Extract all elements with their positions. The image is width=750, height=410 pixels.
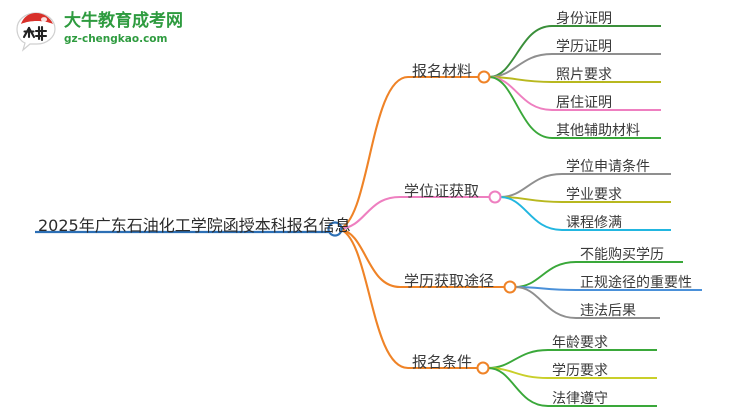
leaf-node-label: 居住证明 <box>556 95 612 111</box>
branch-node-label: 报名材料 <box>412 62 473 80</box>
leaf-node-label: 正规途径的重要性 <box>580 275 692 291</box>
da-niu-bull-speech-bubble-logo <box>16 12 56 52</box>
leaf-node-label: 不能购买学历 <box>580 247 664 263</box>
leaf-edge <box>488 76 553 139</box>
leaf-edge <box>499 196 563 231</box>
leaf-node-label: 年龄要求 <box>552 335 608 351</box>
root-node-circle[interactable] <box>327 221 343 237</box>
site-logo[interactable]: 大牛教育成考网 gz-chengkao.com <box>14 8 194 56</box>
leaf-edge <box>499 173 563 198</box>
leaf-node-label: 学历证明 <box>556 39 612 55</box>
branch-node-label: 报名条件 <box>412 353 473 371</box>
leaf-node-label: 学业要求 <box>566 187 622 203</box>
branch-node-circle[interactable] <box>488 190 502 204</box>
leaf-edge <box>488 25 553 78</box>
leaf-node-label: 法律遵守 <box>552 391 608 407</box>
branch-edge <box>337 75 410 231</box>
leaf-node-label: 学历要求 <box>552 363 608 379</box>
leaf-edge <box>514 261 577 288</box>
branch-node-circle[interactable] <box>476 361 490 375</box>
leaf-node-label: 学位申请条件 <box>566 159 650 175</box>
branch-node-label: 学历获取途径 <box>404 272 495 290</box>
leaf-edge <box>487 349 549 369</box>
branch-edge <box>337 227 402 289</box>
branch-edge <box>337 195 402 231</box>
logo-subtitle: gz-chengkao.com <box>64 33 168 45</box>
leaf-node-label: 课程修满 <box>566 215 622 231</box>
branch-edge <box>337 227 410 370</box>
mindmap-edges <box>35 25 702 407</box>
leaf-edge <box>487 367 549 407</box>
leaf-node-label: 其他辅助材料 <box>556 123 640 139</box>
logo-title: 大牛教育成考网 <box>64 11 183 31</box>
branch-node-circle[interactable] <box>503 280 517 294</box>
leaf-node-label: 照片要求 <box>556 67 612 83</box>
root-node-label: 2025年广东石油化工学院函授本科报名信息 <box>38 216 351 235</box>
leaf-node-label: 违法后果 <box>580 303 636 319</box>
leaf-node-label: 身份证明 <box>556 11 612 27</box>
leaf-edge <box>514 286 577 319</box>
branch-node-label: 学位证获取 <box>404 182 480 200</box>
branch-node-circle[interactable] <box>477 70 491 84</box>
mindmap-nodes <box>327 70 517 375</box>
logo-text-block: 大牛教育成考网 gz-chengkao.com <box>64 10 183 46</box>
